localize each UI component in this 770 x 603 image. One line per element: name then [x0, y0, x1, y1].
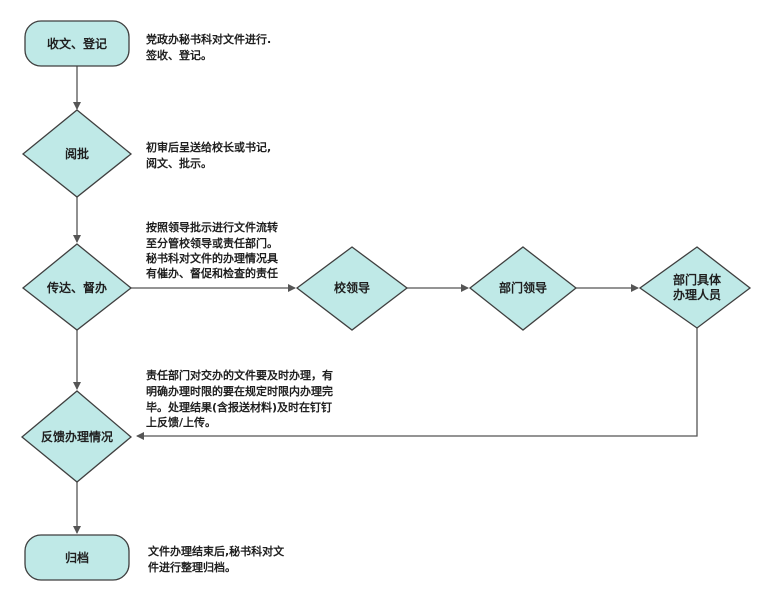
node-label: 归档 [65, 550, 89, 565]
note-line: 明确办理时限的要在规定时限内办理完 [146, 384, 333, 398]
note-feedback: 责任部门对交办的文件要及时办理，有 明确办理时限的要在规定时限内办理完 毕。处理… [146, 368, 333, 429]
node-archive: 归档 [24, 534, 130, 581]
decision-shape [638, 246, 752, 329]
node-label: 传达、督办 [46, 280, 107, 295]
node-distribute: 传达、督办 [21, 243, 133, 331]
note-line: 党政办秘书科对文件进行. [146, 32, 271, 46]
node-label-line-1: 部门具体 [673, 272, 722, 287]
node-label: 部门领导 [499, 280, 547, 295]
node-feedback: 反馈办理情况 [20, 390, 133, 483]
node-dept-staff: 部门具体 办理人员 [638, 246, 752, 329]
note-line: 按照领导批示进行文件流转 [146, 220, 278, 234]
edge-dept-staff-to-feedback [136, 328, 698, 440]
decision-shape [295, 246, 409, 331]
note-line: 毕。处理结果(含报送材料)及时在钉钉 [146, 400, 332, 414]
note-archive: 文件办理结束后,秘书科对文 件进行整理归档。 [148, 544, 285, 574]
note-line: 阅文、批示。 [146, 156, 212, 170]
node-school-leader: 校领导 [295, 246, 409, 331]
decision-shape [21, 109, 133, 198]
note-line: 签收、登记。 [145, 48, 212, 62]
note-distribute: 按照领导批示进行文件流转 至分管校领导或责任部门。 秘书科对文件的办理情况具 有… [146, 220, 278, 280]
decision-shape [468, 246, 578, 331]
note-line: 秘书科对文件的办理情况具 [146, 251, 278, 265]
note-receive: 党政办秘书科对文件进行. 签收、登记。 [145, 32, 271, 62]
note-line: 件进行整理归档。 [148, 560, 236, 574]
terminator-shape [24, 534, 130, 581]
node-label-line-2: 办理人员 [673, 287, 721, 302]
node-label: 阅批 [65, 146, 89, 161]
decision-shape [21, 243, 133, 331]
note-line: 初审后呈送给校长或书记, [146, 140, 271, 154]
note-line: 文件办理结束后,秘书科对文 [148, 544, 285, 558]
node-label: 校领导 [334, 280, 370, 295]
note-line: 责任部门对交办的文件要及时办理，有 [146, 368, 333, 382]
note-line: 上反馈/上传。 [146, 415, 216, 429]
terminator-shape [24, 20, 130, 67]
note-line: 至分管校领导或责任部门。 [146, 236, 278, 250]
node-dept-leader: 部门领导 [468, 246, 578, 331]
note-line: 有催办、督促和检查的责任 [146, 266, 278, 280]
node-review: 阅批 [21, 109, 133, 198]
node-label: 收文、登记 [47, 36, 107, 51]
node-label: 反馈办理情况 [41, 429, 113, 444]
node-receive: 收文、登记 [24, 20, 130, 67]
note-review: 初审后呈送给校长或书记, 阅文、批示。 [146, 140, 271, 170]
edges [73, 66, 698, 534]
decision-shape [20, 390, 133, 483]
